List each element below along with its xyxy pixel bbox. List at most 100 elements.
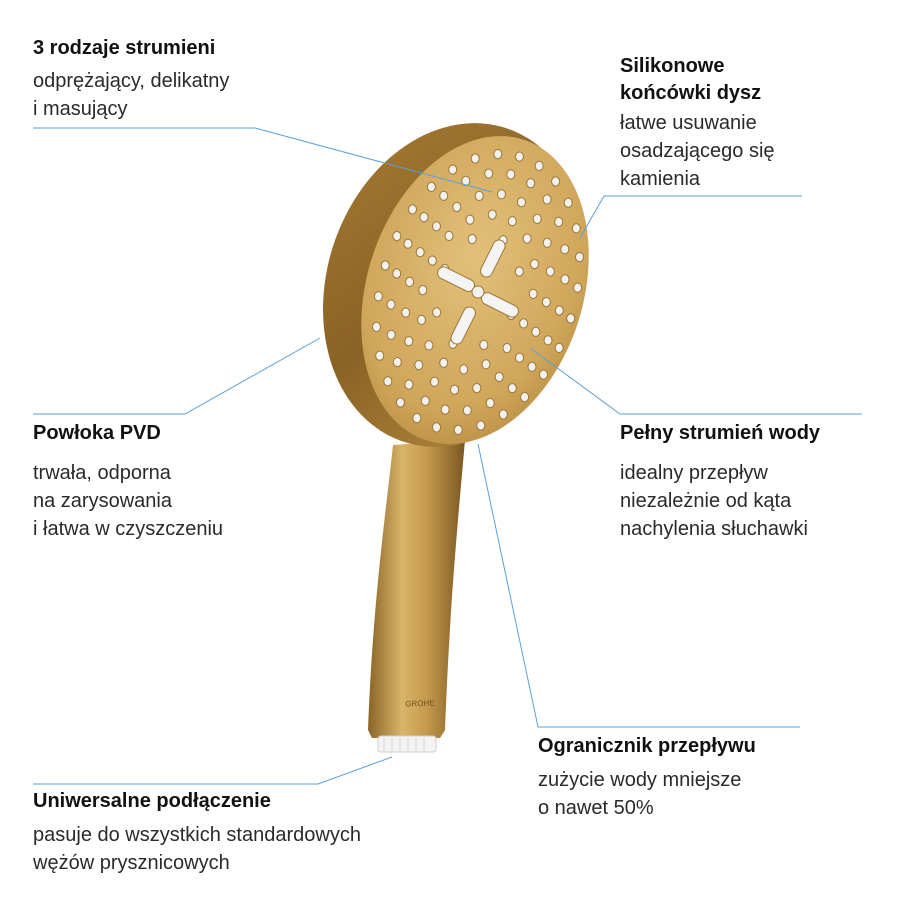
callout-text: łatwe usuwanie osadzającego się kamienia [620, 112, 775, 190]
nozzle-dot [532, 213, 542, 224]
nozzle-dot [531, 326, 541, 337]
leader-lines [33, 127, 862, 785]
nozzle-dot [554, 342, 564, 353]
nozzle-dot [476, 420, 486, 431]
callout-pvd-coating: Powłoka PVD trwała, odporna na zarysowan… [33, 420, 223, 543]
nozzle-dot [507, 383, 517, 394]
nozzle-dot [404, 379, 414, 390]
nozzle-dot [560, 274, 570, 285]
nozzle-dot [444, 230, 454, 241]
hose-connector [377, 735, 437, 753]
nozzle-dot [427, 255, 437, 266]
nozzle-dot [439, 190, 449, 201]
nozzle-dot [432, 307, 442, 318]
nozzle-dot [517, 197, 526, 208]
nozzle-dot [375, 350, 385, 361]
nozzle-dot [560, 244, 570, 255]
nozzle-dot [554, 305, 564, 316]
nozzle-dot [474, 190, 484, 201]
nozzle-dot [534, 160, 544, 171]
nozzle-dot [571, 223, 581, 234]
callout-universal-connection: Uniwersalne podłączenie pasuje do wszyst… [33, 788, 361, 877]
massage-slot-nozzle [450, 306, 476, 345]
nozzle-dot [392, 231, 402, 242]
nozzle-dot [383, 376, 393, 387]
nozzle-dot [392, 357, 402, 368]
nozzle-dot [462, 405, 472, 416]
connector-thread-icon [383, 738, 425, 751]
callout-text: odprężający, delikatny i masujący [33, 70, 230, 120]
nozzle-dot [459, 364, 469, 375]
nozzle-dot [401, 307, 411, 318]
nozzle-dot [404, 336, 414, 347]
nozzle-dot [507, 216, 517, 227]
nozzle-dot [417, 314, 426, 325]
leader-line-connection [33, 756, 393, 785]
nozzle-dot [514, 266, 524, 277]
nozzle-dot [432, 221, 441, 232]
callout-flow-limiter: Ogranicznik przepływu zużycie wody mniej… [538, 733, 756, 822]
massage-slot-nozzle [480, 239, 506, 278]
nozzle-dot [542, 194, 552, 205]
callout-text: idealny przepływ niezależnie od kąta nac… [620, 462, 808, 540]
nozzle-dot [448, 164, 458, 175]
nozzle-dot [502, 343, 512, 354]
nozzle-dot [452, 201, 462, 213]
nozzle-dot [386, 329, 396, 340]
nozzle-dot [539, 369, 548, 380]
nozzle-dot [430, 376, 439, 387]
nozzle-dot [450, 384, 459, 395]
nozzle-dot [470, 153, 480, 164]
nozzle-dot [472, 383, 482, 394]
callout-text: zużycie wody mniejsze o nawet 50% [538, 769, 742, 819]
nozzle-dot [372, 321, 381, 332]
callout-title: Silikonowe końcówki dysz [620, 55, 762, 104]
nozzle-dot [543, 335, 553, 346]
nozzle-dot [412, 413, 422, 424]
brand-logo: GROHE [405, 698, 435, 708]
callout-title: 3 rodzaje strumieni [33, 37, 216, 59]
callout-title: Pełny strumień wody [620, 422, 821, 444]
nozzle-dot [461, 175, 471, 186]
nozzle-dot [528, 288, 538, 299]
nozzle-dot [563, 197, 573, 208]
leader-line-full-spray [529, 347, 862, 415]
nozzle-dot [380, 260, 390, 271]
nozzle-dot [420, 395, 430, 406]
nozzle-dot [424, 340, 434, 351]
nozzle-dot [479, 339, 489, 350]
nozzle-dot [426, 181, 436, 192]
nozzle-dot [515, 151, 524, 162]
callout-text: trwała, odporna na zarysowania i łatwa w… [33, 462, 224, 540]
callout-title: Ogranicznik przepływu [538, 735, 756, 757]
nozzle-dot [403, 238, 413, 249]
nozzle-dot [439, 357, 449, 368]
nozzle-dot [498, 409, 508, 420]
callout-silicone-nozzles: Silikonowe końcówki dysz łatwe usuwanie … [620, 53, 775, 193]
nozzle-dot [485, 398, 495, 409]
nozzle-dot [373, 291, 383, 302]
nozzle-dot [408, 204, 417, 215]
nozzle-dot [395, 397, 405, 408]
callout-text: pasuje do wszystkich standardowych wężów… [33, 824, 361, 874]
leader-line-pvd [33, 337, 321, 415]
center-nozzle [471, 285, 485, 299]
nozzle-dot [481, 359, 491, 370]
nozzle-dot [566, 313, 576, 324]
nozzle-dot [497, 189, 506, 200]
nozzle-dot [432, 422, 441, 433]
nozzle-dot [526, 178, 536, 189]
nozzle-dot [493, 149, 503, 160]
nozzle-dot [415, 247, 425, 258]
leader-line-silicone [579, 195, 802, 239]
nozzle-dot [515, 352, 524, 363]
nozzle-dot [530, 259, 539, 270]
nozzle-dot [414, 360, 424, 371]
nozzle-dot [418, 285, 428, 296]
nozzle-dot [527, 361, 537, 372]
nozzle-dot [519, 318, 529, 329]
callout-full-spray: Pełny strumień wody idealny przepływ nie… [620, 420, 820, 543]
leader-line-jets [33, 127, 493, 193]
nozzle-dot [545, 266, 555, 277]
